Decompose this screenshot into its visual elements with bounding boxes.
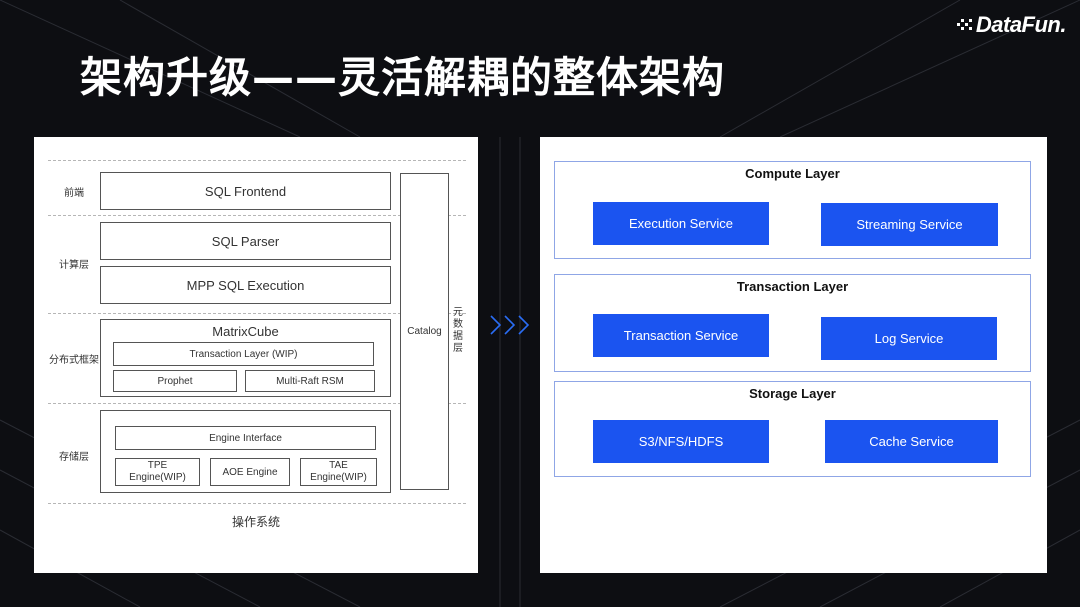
logo-text: DataFun.	[975, 12, 1067, 37]
transaction-layer-wip-box: Transaction Layer (WIP)	[113, 342, 374, 366]
metadata-layer-label: 元数据层	[453, 307, 463, 354]
sql-parser-box: SQL Parser	[100, 222, 391, 260]
storage-layer-title: Storage Layer	[749, 386, 836, 401]
datafun-logo: DataFun.	[956, 12, 1067, 38]
new-architecture-panel: Compute Layer Execution Service Streamin…	[540, 137, 1047, 573]
chevron-right-arrows-icon	[490, 315, 530, 335]
cache-service-box: Cache Service	[825, 420, 998, 463]
matrixcube-group: MatrixCube Transaction Layer (WIP) Proph…	[100, 319, 391, 397]
sql-frontend-box: SQL Frontend	[100, 172, 391, 210]
log-service-box: Log Service	[821, 317, 997, 360]
label-frontend: 前端	[64, 188, 84, 199]
s3-nfs-hdfs-box: S3/NFS/HDFS	[593, 420, 769, 463]
transaction-service-box: Transaction Service	[593, 314, 769, 357]
slide-title: 架构升级——灵活解耦的整体架构	[80, 53, 726, 102]
matrixcube-title: MatrixCube	[212, 324, 279, 339]
label-distributed: 分布式框架	[49, 355, 99, 366]
streaming-service-box: Streaming Service	[821, 203, 998, 246]
label-compute: 计算层	[59, 260, 89, 271]
catalog-box: Catalog	[400, 173, 449, 490]
logo-dots-icon	[956, 19, 972, 30]
tpe-engine-box: TPE Engine(WIP)	[115, 458, 200, 486]
label-storage: 存储层	[59, 452, 89, 463]
storage-layer: Storage Layer S3/NFS/HDFS Cache Service	[554, 381, 1031, 477]
divider	[48, 503, 466, 504]
transaction-layer-title: Transaction Layer	[736, 279, 849, 294]
compute-layer: Compute Layer Execution Service Streamin…	[554, 161, 1031, 259]
multi-raft-box: Multi-Raft RSM	[245, 370, 375, 392]
os-label: 操作系统	[231, 515, 280, 529]
aoe-engine-box: AOE Engine	[210, 458, 290, 486]
engine-interface-box: Engine Interface	[115, 426, 376, 450]
divider	[48, 403, 466, 404]
tae-engine-box: TAE Engine(WIP)	[300, 458, 377, 486]
compute-layer-title: Compute Layer	[745, 166, 840, 181]
execution-service-box: Execution Service	[593, 202, 769, 245]
transaction-layer: Transaction Layer Transaction Service Lo…	[554, 274, 1031, 372]
legacy-architecture-panel: 前端 计算层 分布式框架 存储层 SQL Frontend SQL Parser…	[34, 137, 478, 573]
storage-group: Engine Interface TPE Engine(WIP) AOE Eng…	[100, 410, 391, 493]
mpp-sql-execution-box: MPP SQL Execution	[100, 266, 391, 304]
divider	[48, 215, 466, 216]
divider	[48, 160, 466, 161]
divider	[48, 313, 466, 314]
prophet-box: Prophet	[113, 370, 237, 392]
